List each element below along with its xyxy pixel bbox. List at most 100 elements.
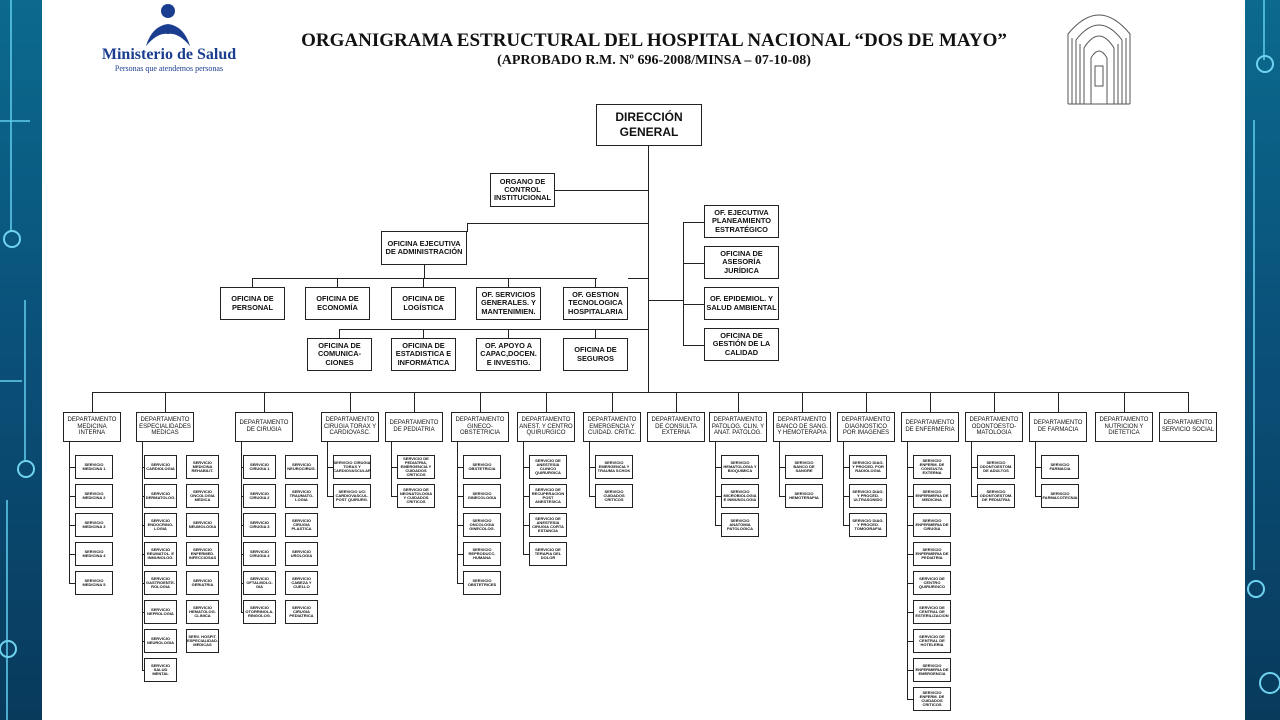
connector-line	[738, 392, 739, 413]
service-box: SERVICIO DE CENTRAL DE HOTELERIA	[913, 629, 951, 653]
service-box: SERVICIO HEMOTERAPIA	[785, 484, 823, 508]
connector-line	[391, 467, 398, 468]
department-box: DEPARTAMENTO DE FARMACIA	[1029, 412, 1087, 442]
connector-line	[907, 583, 914, 584]
connector-line	[595, 278, 596, 288]
connector-line	[142, 496, 145, 497]
service-box: SERVICIO FARMACIA	[1041, 455, 1079, 479]
service-box: SERVICIO SALUD MENTAL	[144, 658, 177, 682]
connector-line	[907, 525, 914, 526]
connector-line	[92, 392, 1189, 393]
connector-line	[843, 496, 850, 497]
connector-line	[595, 329, 596, 339]
org-chart-slide: Ministerio de Salud Personas que atendem…	[42, 0, 1245, 720]
connector-line	[252, 278, 253, 288]
department-box: DEPARTAMENTO CIRUGIA TORAX Y CARDIOVASC.	[321, 412, 379, 442]
service-box: SERVICIO DIAG. Y PROCED. POR RADIOLOGIA	[849, 455, 887, 479]
connector-line	[843, 442, 844, 526]
connector-line	[523, 496, 530, 497]
service-box: SERVICIO MEDICINA 4	[75, 542, 113, 566]
department-box: DEPARTAMENTO BANCO DE SANG. Y HEMOTERAPI…	[773, 412, 831, 442]
connector-line	[142, 583, 145, 584]
service-box: SERVICIO DE PEDIATRIA, EMERGENCIA Y CUID…	[397, 455, 435, 479]
connector-line	[457, 496, 464, 497]
department-box: DEPARTAMENTO MEDICINA INTERNA	[63, 412, 121, 442]
service-box: SERVICIO MEDICINA 5	[75, 571, 113, 595]
connector-line	[457, 442, 458, 584]
admin-office-box: OFICINA DE LOGÍSTICA	[391, 287, 456, 320]
connector-line	[907, 442, 908, 700]
service-box: SERVICIO NEUROCIRUG.	[285, 455, 318, 479]
connector-line	[715, 525, 722, 526]
connector-line	[683, 222, 705, 223]
connector-line	[715, 442, 716, 526]
connector-line	[715, 496, 722, 497]
connector-line	[971, 496, 978, 497]
service-box: SERVICIO MEDICINA REHABILIT.	[186, 455, 219, 479]
service-box: SERVICIO CABEZA Y CUELLO	[285, 571, 318, 595]
connector-line	[467, 223, 649, 224]
connector-line	[480, 392, 481, 413]
connector-line	[676, 392, 677, 413]
department-box: DEPARTAMENTO NUTRICION Y DIETETICA	[1095, 412, 1153, 442]
advisory-office-box: OFICINA DE GESTIÓN DE LA CALIDAD	[704, 328, 779, 361]
connector-line	[457, 525, 464, 526]
service-box: SERVICIO NEUMOLOGIA	[186, 513, 219, 537]
connector-line	[523, 442, 524, 555]
connector-line	[69, 583, 76, 584]
connector-line	[1058, 392, 1059, 413]
connector-line	[337, 278, 338, 288]
service-box: SERVICIO FARMACOTECNIA	[1041, 484, 1079, 508]
connector-line	[241, 467, 244, 468]
connector-line	[467, 223, 468, 232]
connector-line	[423, 278, 424, 288]
service-box: SERVICIO TRAUMATO-LOGIA	[285, 484, 318, 508]
connector-line	[612, 392, 613, 413]
department-box: DEPARTAMENTO ESPECIALIDADES MEDICAS	[136, 412, 194, 442]
service-box: SERVICIO ENFERM. DE CONSULTA EXTERNA	[913, 455, 951, 479]
service-box: SERVICIO DE NEONATOLOGIA Y CUIDADOS CRIT…	[397, 484, 435, 508]
connector-line	[142, 467, 145, 468]
service-box: SERVICIO CIRUGIA 4	[243, 542, 276, 566]
connector-line	[683, 304, 705, 305]
admin-office-box: OFICINA DE ECONOMÍA	[305, 287, 370, 320]
connector-line	[69, 467, 76, 468]
connector-line	[779, 467, 786, 468]
service-box: SERVICIO UCI CARDIOVASCUL. POST QUIRURG.	[333, 484, 371, 508]
service-box: SERVICIO DIAG. Y PROCED. ULTRASONIDO	[849, 484, 887, 508]
connector-line	[340, 329, 649, 330]
service-box: SERVICIO ENFERMERIA DE MEDICINA	[913, 484, 951, 508]
department-box: DEPARTAMENTO GINECO-OBSTETRICIA	[451, 412, 509, 442]
connector-line	[241, 496, 244, 497]
connector-line	[457, 467, 464, 468]
service-box: SERVICIO ENFERMERIA DE PEDIATRIA	[913, 542, 951, 566]
connector-line	[142, 612, 145, 613]
service-box: SERVICIO NEUROLOGIA	[144, 629, 177, 653]
service-box: SERVICIO BANCO DE SANGRE	[785, 455, 823, 479]
connector-line	[523, 554, 530, 555]
connector-line	[457, 554, 464, 555]
connector-line	[264, 392, 265, 413]
connector-line	[843, 525, 850, 526]
connector-line	[142, 670, 145, 671]
admin-office-box: OF. SERVICIOS GENERALES. Y MANTENIMIEN.	[476, 287, 541, 320]
service-box: SERVICIO CIRUGIA 2	[243, 484, 276, 508]
department-box: DEPARTAMENTO DE ENFERMERIA	[901, 412, 959, 442]
service-box: SERVICIO MEDICINA 2	[75, 484, 113, 508]
connector-line	[866, 392, 867, 413]
connector-line	[92, 392, 93, 413]
page-title: ORGANIGRAMA ESTRUCTURAL DEL HOSPITAL NAC…	[301, 30, 1007, 51]
connector-line	[339, 329, 340, 339]
service-box: SERVICIO REPRODUCC. HUMANA	[463, 542, 501, 566]
service-box: SERVICIO REUMATOL. E INMUNOLOG.	[144, 542, 177, 566]
connector-line	[715, 467, 722, 468]
service-box: SERVICIO DE RECUPERACION POST ANESTESICA	[529, 484, 567, 508]
service-box: SERVICIO ENFERM. DE CUIDADOS CRITICOS	[913, 687, 951, 711]
support-office-box: OFICINA DE COMUNICA-CIONES	[307, 338, 372, 371]
service-box: SERVICIO ODONTOESTOM. DE PEDIATRIA	[977, 484, 1015, 508]
connector-line	[424, 265, 425, 279]
organo-control-box: ORGANO DE CONTROL INSTITUCIONAL	[490, 173, 555, 207]
service-box: SERVICIO CIRUGIA TORAX Y CARDIOVASCULAR	[333, 455, 371, 479]
service-box: SERVICIO OBSTETRICIA	[463, 455, 501, 479]
connector-line	[327, 496, 334, 497]
